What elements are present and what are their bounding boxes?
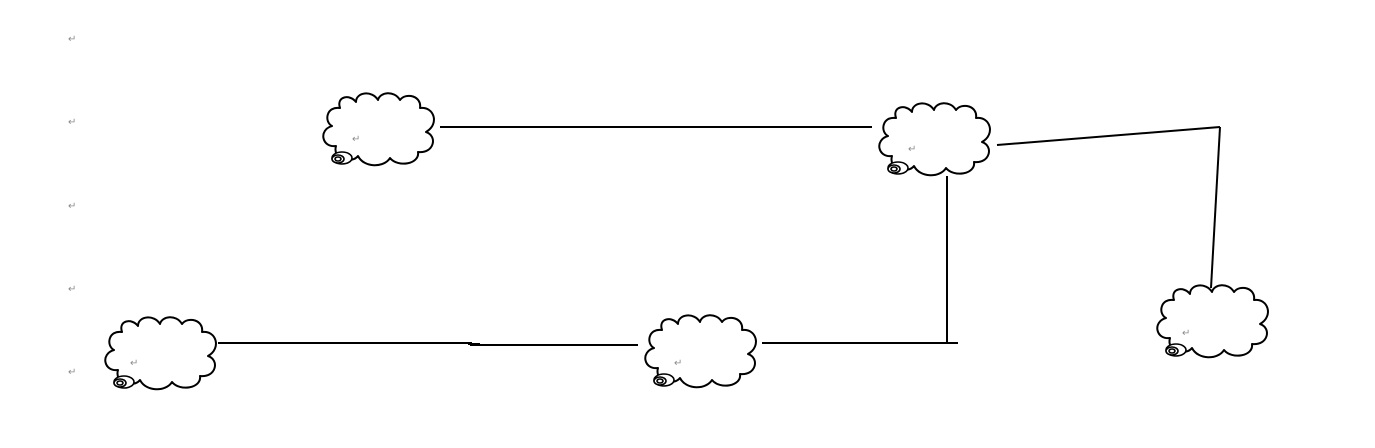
cloud-right: ↵ <box>1156 284 1269 359</box>
cloud-mark: ↵ <box>674 358 682 369</box>
cloud-mark: ↵ <box>352 134 360 145</box>
cloud-bottom-middle: ↵ <box>644 314 757 389</box>
cloud-top-left: ↵ <box>322 92 435 167</box>
cloud-bottom-left: ↵ <box>104 316 217 391</box>
cloud-mark: ↵ <box>908 144 916 155</box>
margin-mark-1: ↵ <box>68 34 76 45</box>
margin-mark-5: ↵ <box>68 367 76 378</box>
cloud-mark: ↵ <box>130 358 138 369</box>
connector-top-right-to-right-top <box>996 126 1221 146</box>
connector-right-vertical <box>1210 126 1221 289</box>
cloud-top-right: ↵ <box>878 102 991 177</box>
cloud-mark: ↵ <box>1182 328 1190 339</box>
margin-mark-2: ↵ <box>68 117 76 128</box>
margin-mark-4: ↵ <box>68 284 76 295</box>
margin-mark-3: ↵ <box>68 201 76 212</box>
